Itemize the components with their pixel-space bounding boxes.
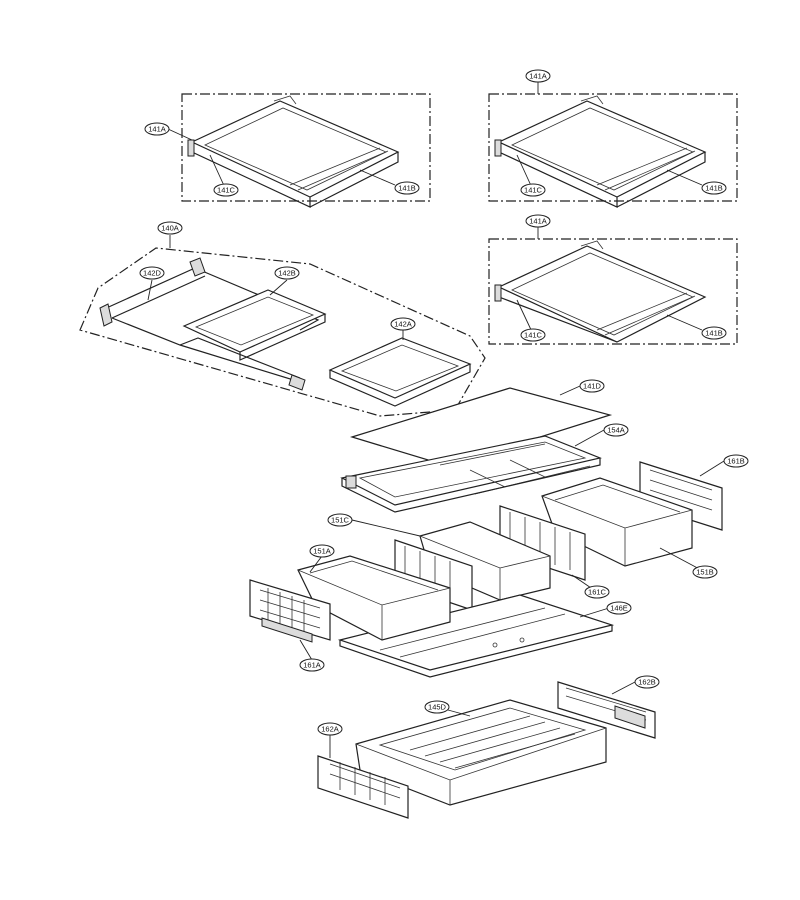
crisper-cover-assembly [340, 385, 613, 513]
shelf-assembly-top-left [167, 93, 431, 208]
svg-text:141B: 141B [398, 184, 416, 193]
callout-top-right-frame: 141C [520, 183, 546, 197]
svg-text:145D: 145D [428, 703, 447, 712]
svg-text:146E: 146E [610, 604, 628, 613]
svg-text:141B: 141B [705, 184, 723, 193]
svg-text:141A: 141A [529, 72, 547, 81]
svg-text:161C: 161C [588, 588, 607, 597]
svg-text:141C: 141C [524, 331, 543, 340]
callout-right-guard: 161B [723, 454, 749, 468]
callout-folding-small-shelf: 142A [390, 317, 416, 331]
crisper-drawer-left [249, 519, 615, 678]
svg-text:141B: 141B [705, 329, 723, 338]
callout-folding-rail: 142D [139, 266, 165, 280]
svg-text:140A: 140A [161, 224, 179, 233]
crisper-drawer-right [499, 460, 725, 593]
svg-text:141C: 141C [217, 186, 236, 195]
callout-freezer-rail-left: 162A [317, 722, 343, 736]
callout-top-right-assembly: 141A [525, 69, 551, 83]
callout-left-divider: 151C [327, 513, 353, 527]
callout-left-guard: 161A [299, 658, 325, 672]
callout-right-drawer: 151B [692, 565, 718, 579]
svg-text:141A: 141A [148, 125, 166, 134]
callout-top-left-glass: 141B [394, 181, 420, 195]
shelf-assembly-middle-right [488, 227, 738, 345]
callout-left-base: 146E [606, 601, 632, 615]
svg-text:154A: 154A [607, 426, 625, 435]
callout-middle-right-frame: 141C [520, 328, 546, 342]
svg-text:142D: 142D [143, 269, 162, 278]
callout-cover-glass: 141D [579, 379, 605, 393]
freezer-drawer-assembly [317, 681, 656, 819]
svg-text:151C: 151C [331, 516, 350, 525]
callout-folding-frame: 142B [274, 266, 300, 280]
svg-text:141D: 141D [583, 382, 602, 391]
svg-text:161B: 161B [727, 457, 745, 466]
svg-text:141A: 141A [529, 217, 547, 226]
shelf-assembly-top-right [488, 82, 738, 208]
callout-right-divider: 161C [584, 585, 610, 599]
callout-top-left-assembly: 141A [144, 122, 170, 136]
callout-cover-frame: 154A [603, 423, 629, 437]
svg-text:142A: 142A [394, 320, 412, 329]
svg-text:161A: 161A [303, 661, 321, 670]
svg-text:151A: 151A [313, 547, 331, 556]
svg-text:151B: 151B [696, 568, 714, 577]
callout-top-left-frame: 141C [213, 183, 239, 197]
callout-freezer-tray: 145D [424, 700, 450, 714]
callout-folding-assembly: 140A [157, 221, 183, 235]
folding-shelf-assembly [79, 235, 486, 417]
svg-text:141C: 141C [524, 186, 543, 195]
svg-text:162A: 162A [321, 725, 339, 734]
callout-left-drawer: 151A [309, 544, 335, 558]
svg-text:162B: 162B [638, 678, 656, 687]
svg-text:142B: 142B [278, 269, 296, 278]
callout-middle-right-glass: 141B [701, 326, 727, 340]
callout-top-right-glass: 141B [701, 181, 727, 195]
callout-freezer-rail-right: 162B [634, 675, 660, 689]
callout-middle-right-assembly: 141A [525, 214, 551, 228]
